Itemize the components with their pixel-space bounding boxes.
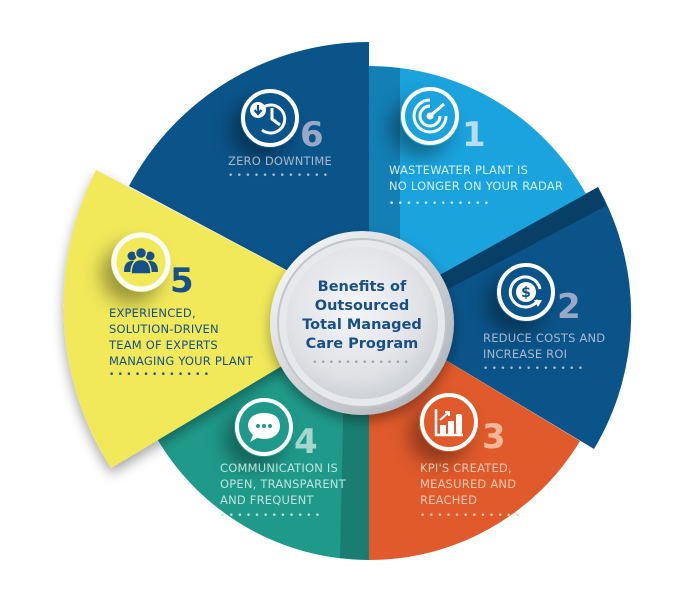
segment-2	[369, 187, 632, 449]
segment-4-dots: ••••••••••••	[220, 511, 324, 521]
clock-restore-icon	[240, 88, 300, 148]
segment-3-dots: ••••••••••••	[420, 511, 524, 521]
svg-text:$: $	[521, 285, 531, 301]
center-title-line: Outsourced	[314, 298, 410, 314]
segment-5-number: 5	[170, 261, 194, 301]
segment-4-label-line: AND FREQUENT	[220, 493, 314, 507]
center-title-line: Total Managed	[302, 317, 422, 333]
segment-4-label-line: OPEN, TRANSPARENT	[220, 477, 346, 491]
segment-4-label-line: COMMUNICATION IS	[220, 461, 338, 475]
segment-5-dots: ••••••••••••	[109, 370, 213, 380]
segment-6-label: ZERO DOWNTIME	[228, 153, 332, 169]
segment-1-dots: ••••••••••••	[389, 199, 493, 209]
team-people-icon	[111, 232, 171, 292]
segment-1-label-line: WASTEWATER PLANT IS	[389, 163, 529, 177]
segment-3-number: 3	[482, 417, 506, 457]
segment-3-label-line: REACHED	[420, 493, 478, 507]
center-dots-divider: ••••••••••••	[312, 358, 412, 368]
segment-3-label-line: MEASURED AND	[420, 477, 517, 491]
segment-5-label-line: TEAM OF EXPERTS	[109, 338, 218, 352]
segment-2-label-line: REDUCE COSTS AND	[483, 331, 606, 345]
segment-4-number: 4	[294, 422, 318, 462]
chat-bubble-icon	[234, 397, 294, 457]
segment-5-label-line: SOLUTION-DRIVEN	[109, 322, 219, 336]
segment-6-number: 6	[300, 115, 324, 155]
center-title-line: Care Program	[305, 336, 419, 352]
segment-5-label-line: EXPERIENCED,	[109, 306, 196, 320]
segment-1-label: WASTEWATER PLANT IS NO LONGER ON YOUR RA…	[389, 162, 563, 194]
segment-6-dots: ••••••••••••	[228, 171, 332, 181]
segment-2-dots: ••••••••••••	[483, 364, 587, 374]
segment-3-label: KPI'S CREATED, MEASURED AND REACHED	[420, 460, 516, 508]
segment-6	[129, 42, 369, 314]
center-title-block: Benefits of Outsourced Total Managed Car…	[273, 248, 451, 398]
segment-6-label-line: ZERO DOWNTIME	[228, 154, 332, 168]
radar-icon	[400, 86, 460, 146]
segment-5-label-line: MANAGING YOUR PLANT	[109, 354, 253, 368]
segment-1-number: 1	[462, 115, 486, 155]
segment-1-label-line: NO LONGER ON YOUR RADAR	[389, 179, 564, 193]
center-medallion-face	[286, 247, 438, 399]
segment-2-label: REDUCE COSTS AND INCREASE ROI	[483, 330, 605, 362]
segment-4-label: COMMUNICATION IS OPEN, TRANSPARENT AND F…	[220, 460, 346, 508]
dollar-cycle-icon: $	[496, 262, 556, 322]
center-title-line: Benefits of	[317, 279, 407, 295]
segment-2-label-line: INCREASE ROI	[483, 347, 568, 361]
segment-2-number: 2	[557, 287, 581, 327]
center-title: Benefits of Outsourced Total Managed Car…	[302, 278, 422, 354]
bar-chart-icon	[419, 392, 479, 452]
segment-3-label-line: KPI'S CREATED,	[420, 461, 512, 475]
segment-5-label: EXPERIENCED, SOLUTION-DRIVEN TEAM OF EXP…	[109, 305, 253, 369]
